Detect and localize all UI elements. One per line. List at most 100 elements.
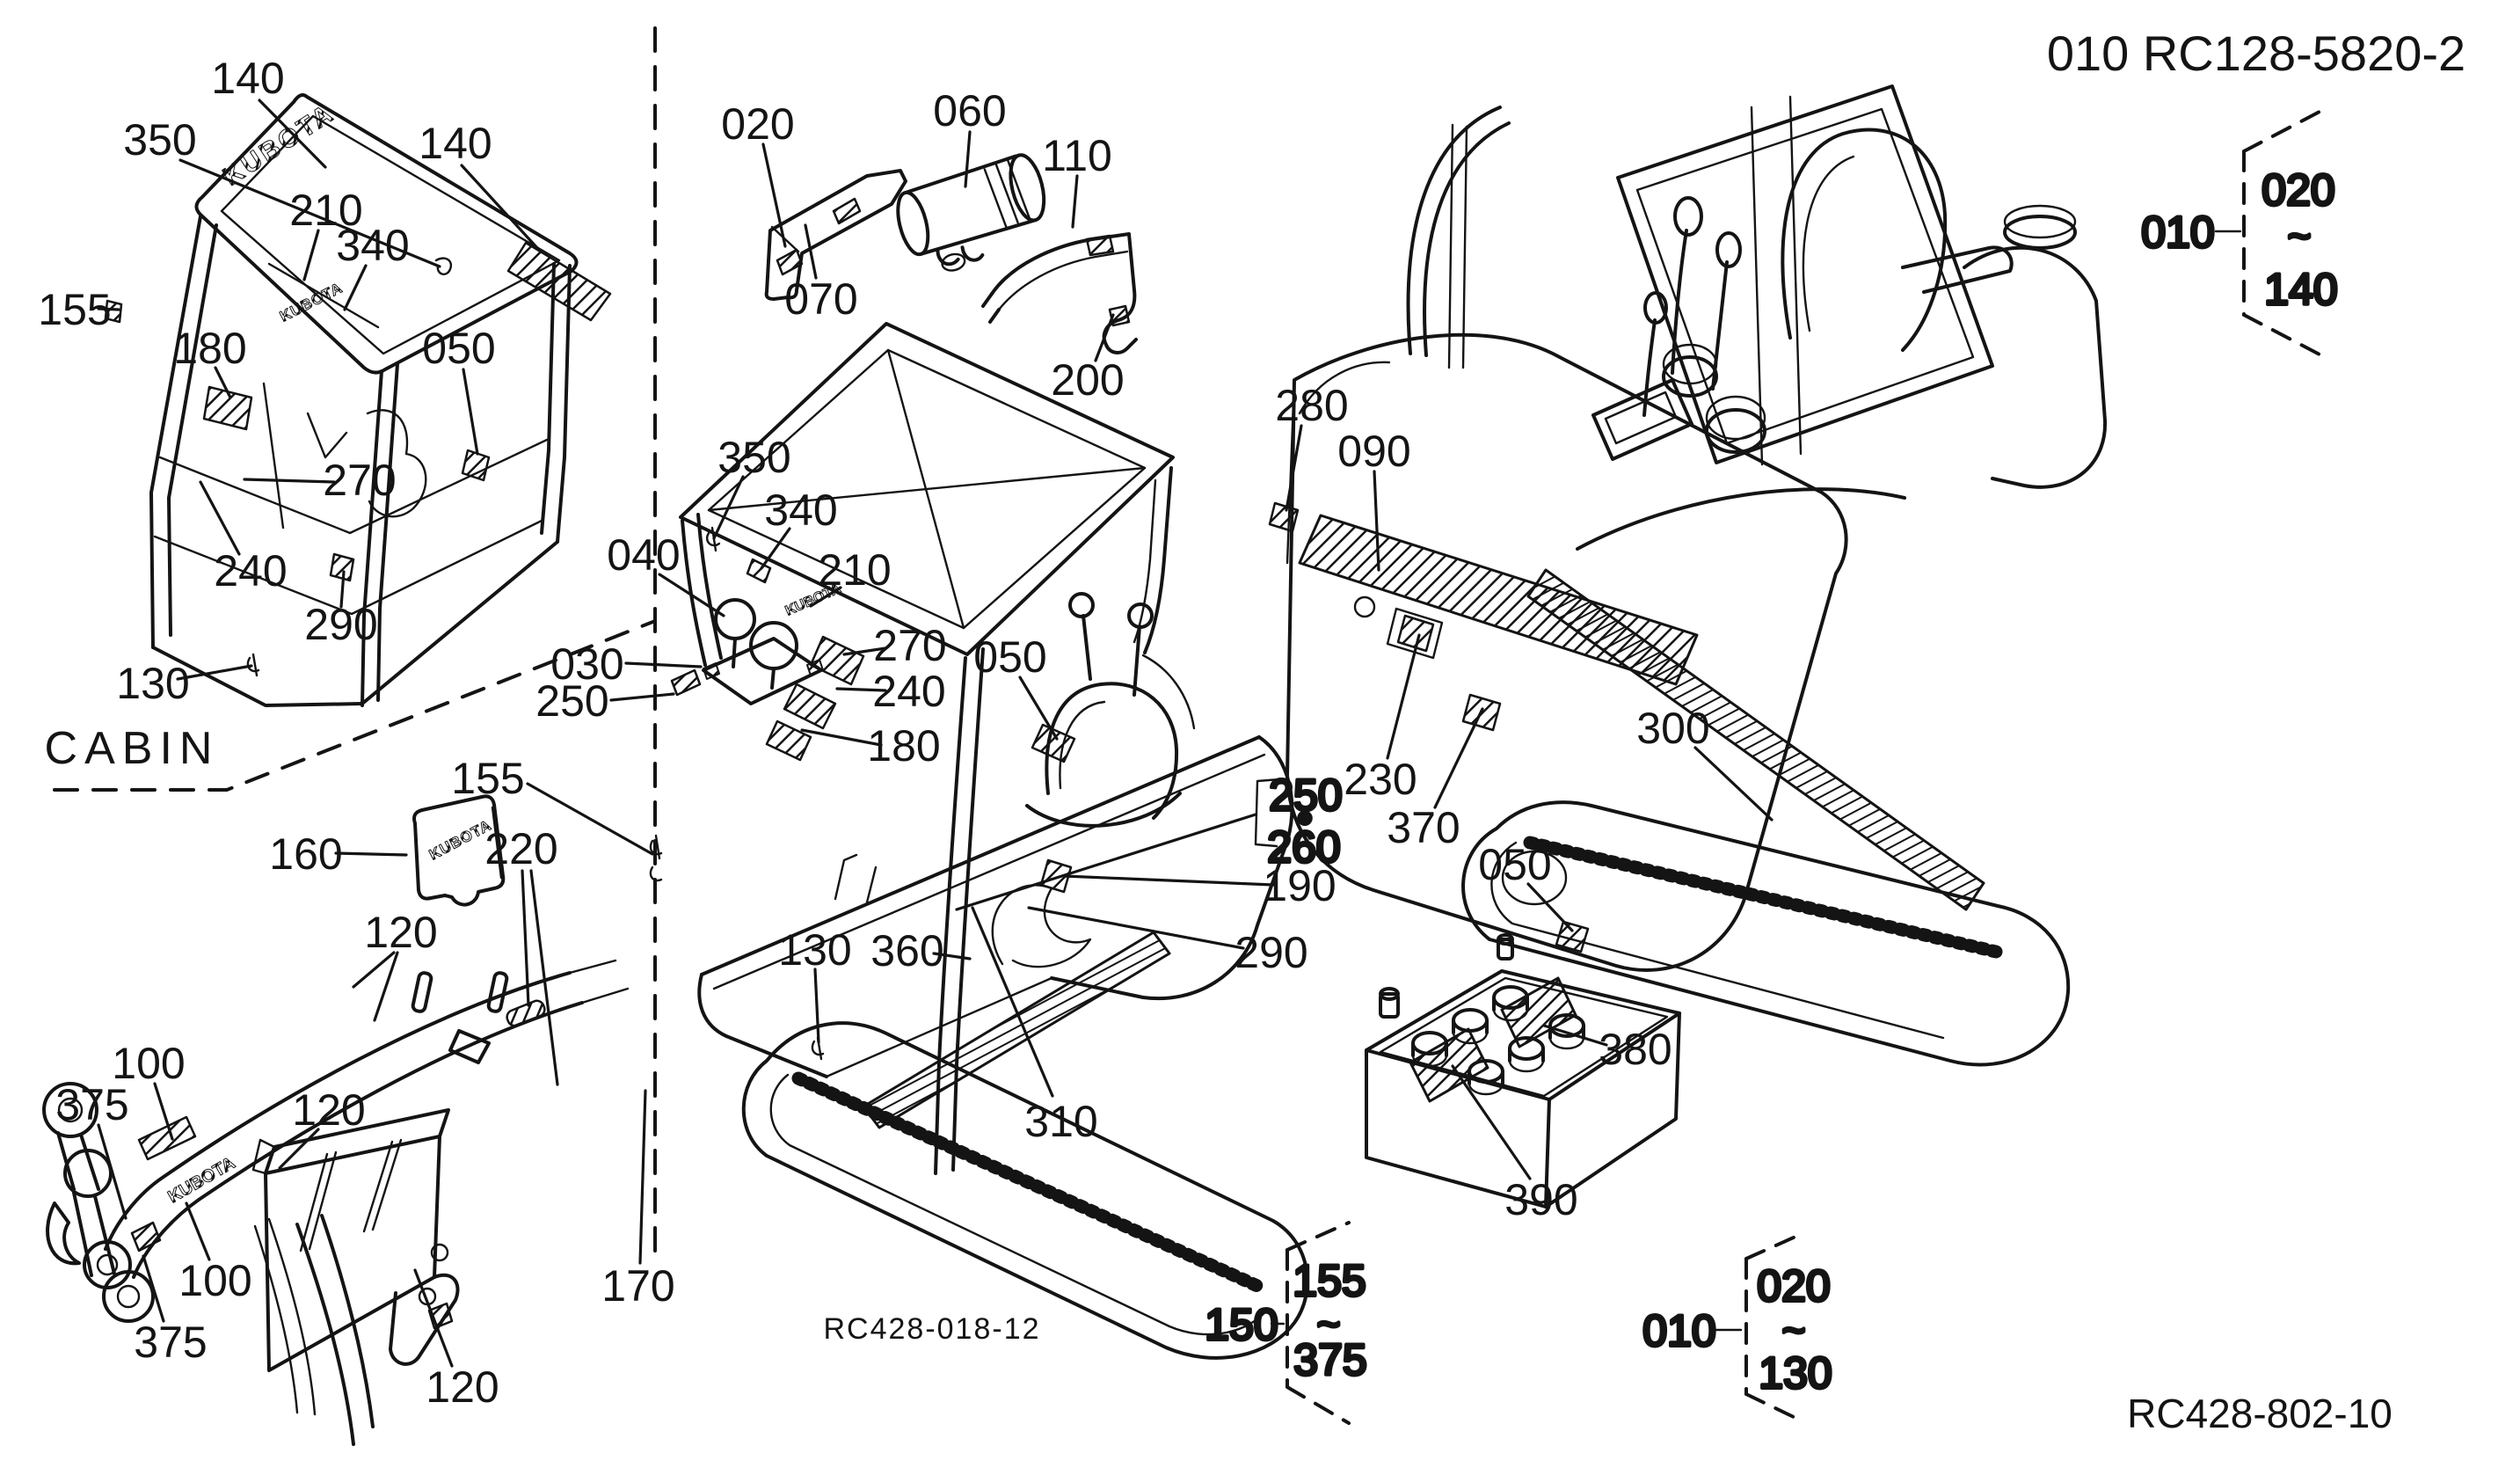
range-start: 155 <box>1293 1256 1366 1305</box>
part-number: 070 <box>784 274 857 324</box>
step-strip-hatch <box>1526 568 1985 911</box>
part-label-350-1: 350 <box>123 115 441 268</box>
leader-line <box>1693 746 1773 822</box>
leader-line <box>97 1123 127 1220</box>
part-label-050-7: 050 <box>422 324 496 456</box>
hook-part-drawing <box>981 232 1138 354</box>
section-divider-dashed <box>53 26 657 1255</box>
leader-line <box>760 527 791 570</box>
leader-line <box>178 158 441 268</box>
leader-line <box>258 99 327 169</box>
part-label-350-17: 350 <box>712 433 791 540</box>
leader-line <box>638 1089 647 1265</box>
range-prefix: 010 <box>2141 208 2214 257</box>
range-callout-top-right: 010 020 ~ 140 <box>2139 109 2340 357</box>
decal-hatch <box>832 197 862 225</box>
pair-separator: • <box>1297 793 1313 843</box>
part-label-060-14: 060 <box>933 86 1007 188</box>
leader-line <box>804 223 818 280</box>
part-label-250-22: 250 <box>535 676 675 726</box>
battery-drawing <box>1365 933 1681 1209</box>
leader-line <box>302 229 320 281</box>
range-tilde: ~ <box>2288 213 2312 259</box>
battery-strap-hatch <box>1500 976 1577 1048</box>
part-number: 310 <box>1024 1097 1097 1146</box>
leader-line <box>278 1128 320 1170</box>
range-end: 140 <box>2264 265 2337 314</box>
decal-hatch <box>1031 723 1076 763</box>
range-prefix: 150 <box>1205 1300 1278 1349</box>
part-label-190-34: 190 <box>1062 861 1336 910</box>
part-label-230-38: 230 <box>1344 633 1421 804</box>
part-number: 020 <box>721 99 794 149</box>
part-label-120-30: 120 <box>352 908 438 1022</box>
decal-hatch <box>783 683 837 730</box>
leader-line <box>1433 707 1484 809</box>
decal-hatch <box>461 449 491 482</box>
part-label-340-4: 340 <box>336 221 410 311</box>
part-number: 160 <box>269 829 342 879</box>
part-label-290-35: 290 <box>1027 906 1308 977</box>
part-number: 240 <box>872 667 945 716</box>
part-number: 140 <box>211 54 284 103</box>
decal-hatch <box>1268 501 1300 533</box>
leader-line <box>809 586 842 608</box>
part-label-310-33: 310 <box>971 906 1098 1146</box>
part-number: 220 <box>484 824 557 873</box>
center-machine-drawing: KUBOTA <box>649 322 1309 1360</box>
leader-line <box>176 664 253 681</box>
leader-line <box>609 692 675 702</box>
range-start: 020 <box>2261 165 2334 215</box>
part-label-390-43: 390 <box>1451 1064 1578 1224</box>
part-label-120-49: 120 <box>413 1268 499 1412</box>
decal-hatch <box>1039 858 1073 894</box>
decal-hatch <box>104 299 123 324</box>
leader-line <box>964 130 972 188</box>
part-number: 340 <box>764 486 837 535</box>
part-label-180-6: 180 <box>173 324 247 399</box>
part-label-040-20: 040 <box>607 530 725 617</box>
part-number: 050 <box>422 324 495 373</box>
part-number: 120 <box>292 1085 365 1135</box>
leader-line <box>1542 1024 1608 1047</box>
part-number: 250 <box>535 676 608 726</box>
part-label-340-18: 340 <box>760 486 838 570</box>
leader-line <box>462 368 479 456</box>
decal-hatch <box>776 248 804 276</box>
part-number: 280 <box>1275 381 1348 430</box>
step-strip-hatch <box>862 931 1171 1129</box>
leader-line <box>932 952 972 960</box>
part-number: 270 <box>873 621 946 670</box>
part-label-180-25: 180 <box>800 721 941 771</box>
cabin-caption: CABIN <box>45 723 220 774</box>
leader-line <box>243 478 336 484</box>
part-label-030-21: 030 <box>550 639 703 689</box>
part-label-070-13: 070 <box>784 223 858 324</box>
battery-strap-hatch <box>1409 1027 1489 1103</box>
pair-bottom: 260 <box>1267 822 1340 872</box>
bracket-part-drawing <box>764 169 907 301</box>
leader-line <box>521 869 530 1007</box>
leader-line <box>1018 676 1059 741</box>
range-callout-010: 010 020 ~ 130 <box>1641 1235 1834 1420</box>
part-label-220-29: 220 <box>484 824 559 1086</box>
leader-line <box>800 728 883 747</box>
leader-line <box>842 646 887 656</box>
part-label-020-12: 020 <box>721 99 795 248</box>
leader-line <box>413 1268 454 1368</box>
part-label-280-36: 280 <box>1275 381 1349 512</box>
range-prefix: 010 <box>1642 1306 1715 1355</box>
leader-line <box>1386 633 1421 760</box>
range-callout-150: 150 155 ~ 375 <box>1203 1221 1369 1425</box>
part-number: 375 <box>55 1080 128 1129</box>
decal-hatch <box>329 552 355 582</box>
decal-hatch <box>809 635 865 686</box>
pin-hatch <box>506 999 546 1027</box>
leader-line <box>185 1201 211 1261</box>
leader-line <box>1062 874 1275 887</box>
part-number: 210 <box>289 186 362 235</box>
part-number: 380 <box>1599 1025 1672 1074</box>
decal-hatch <box>1396 614 1435 653</box>
leader-line <box>835 687 887 692</box>
cylinder-part-drawing <box>896 153 1046 272</box>
